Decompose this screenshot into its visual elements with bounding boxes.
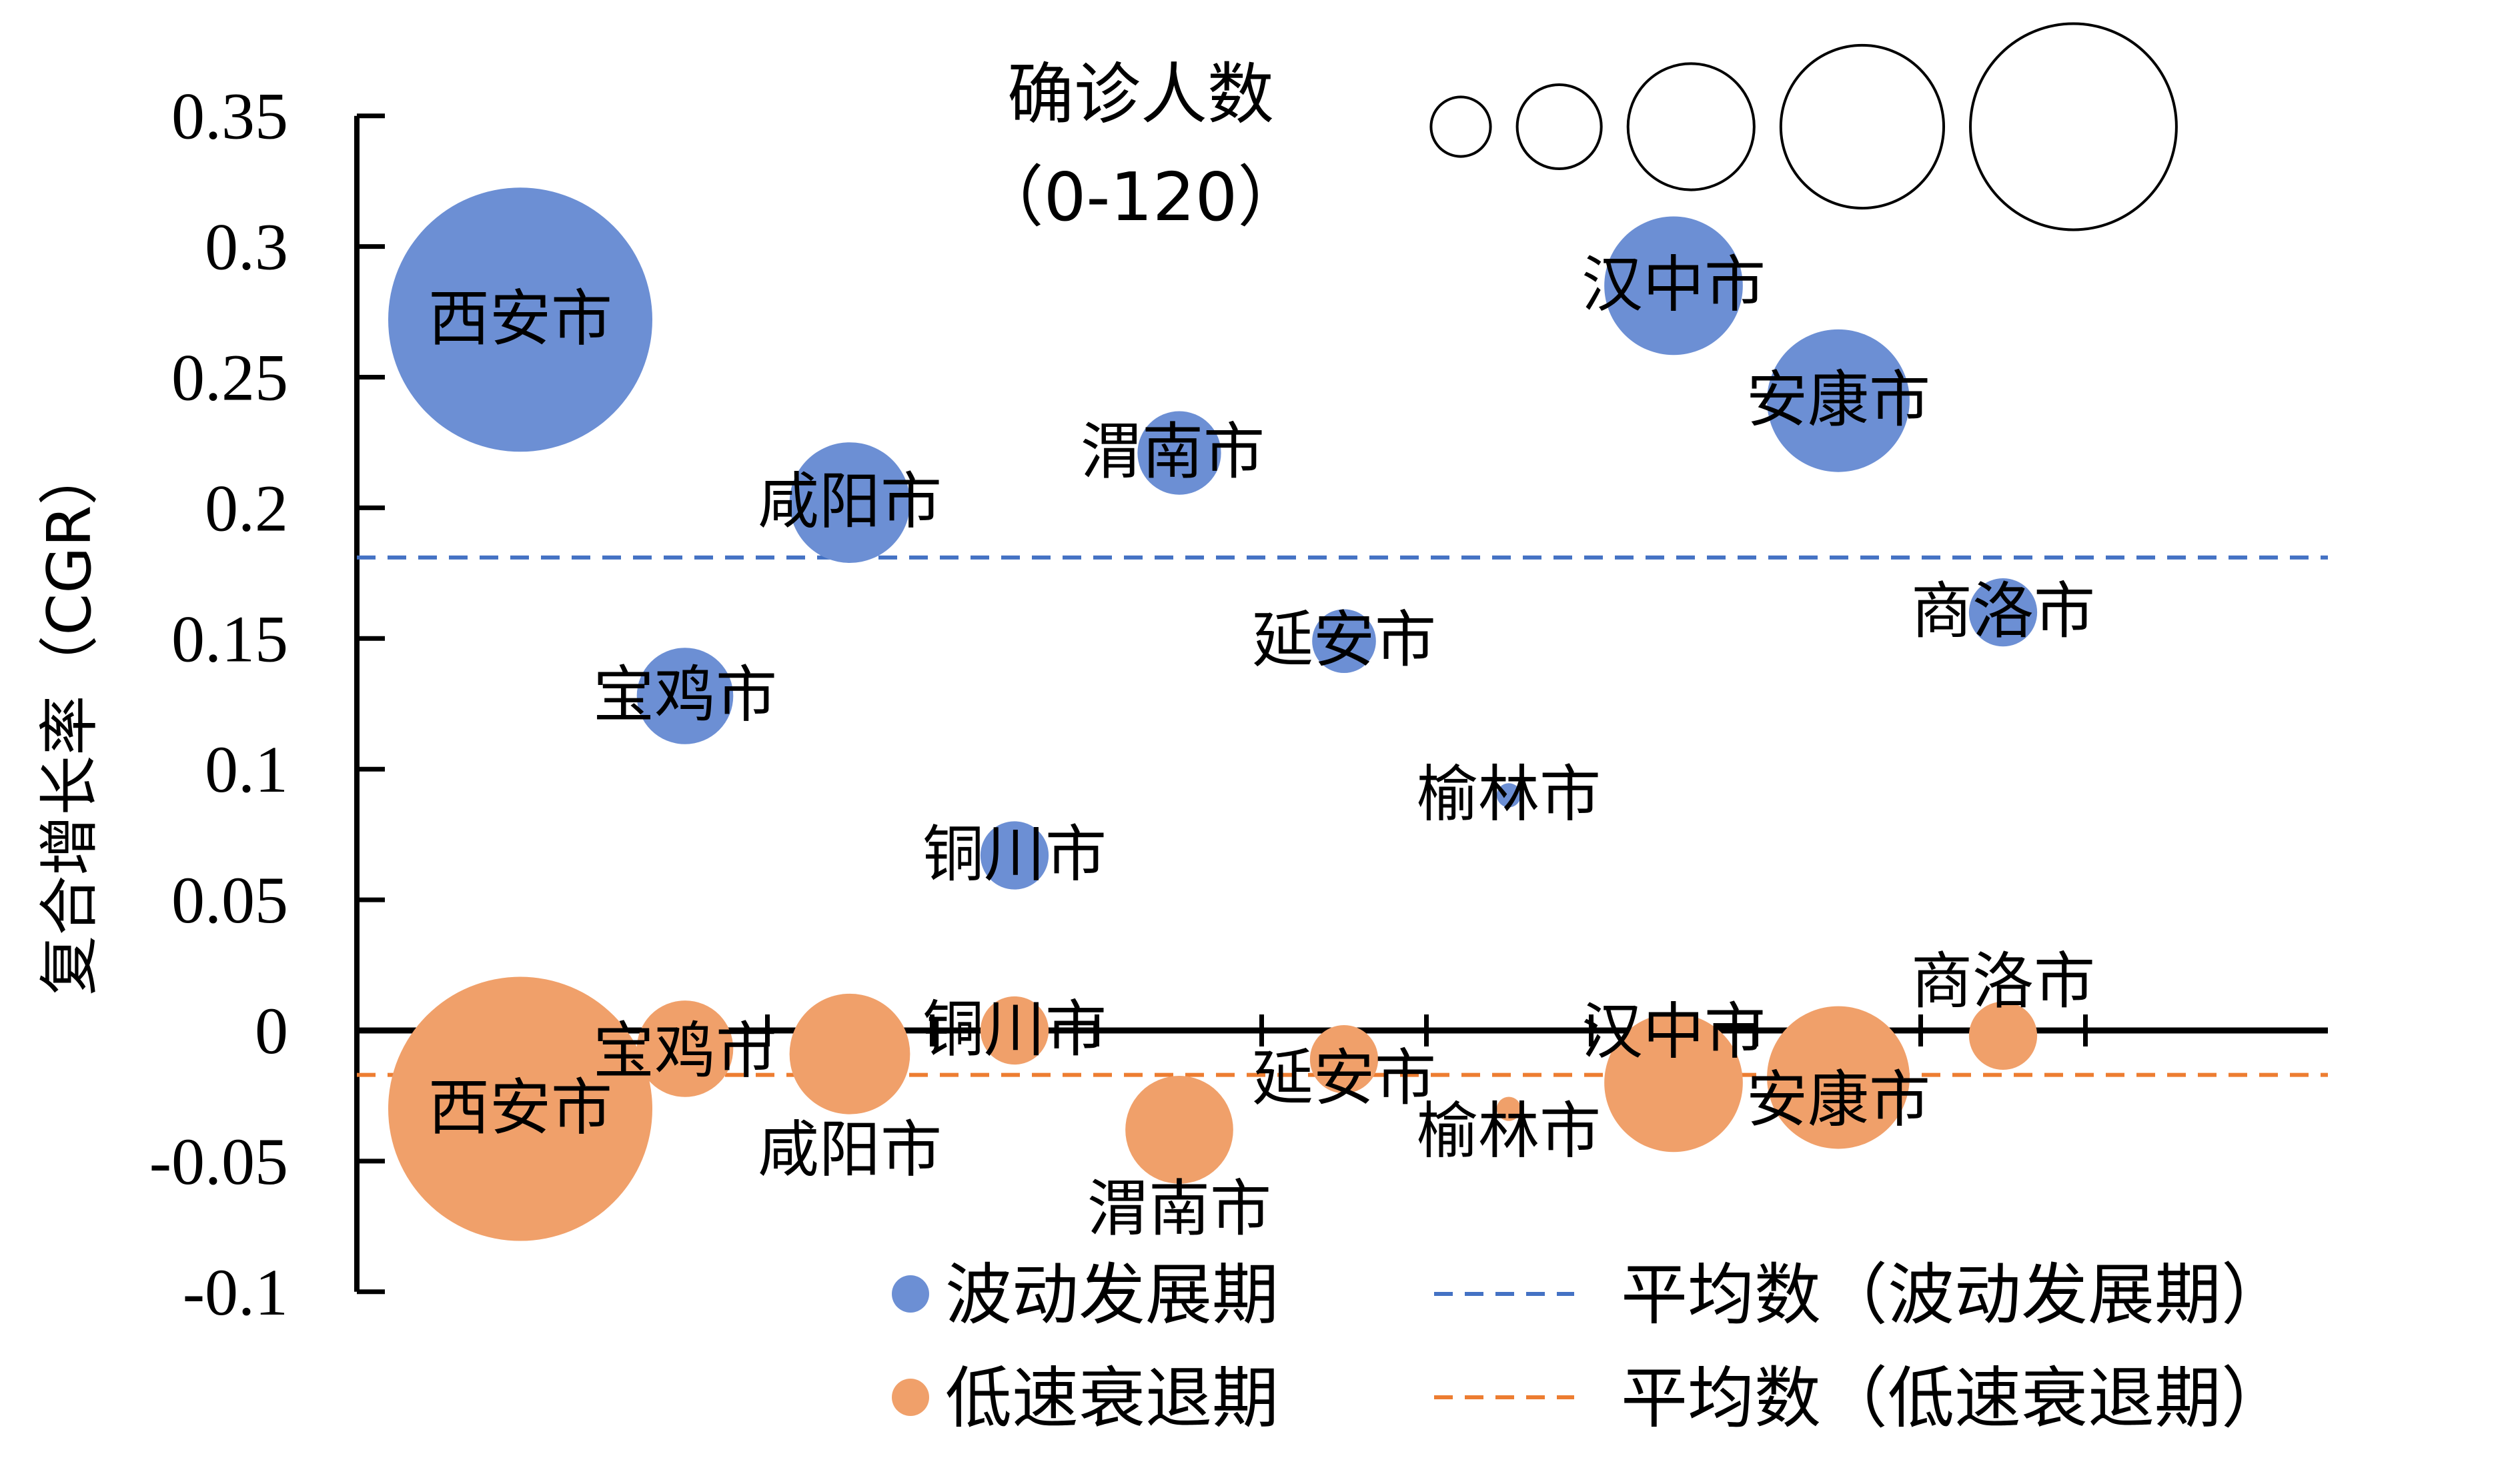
size-legend-circle — [1779, 43, 1946, 210]
legend-marker-declining — [892, 1379, 929, 1416]
y-axis: 0.35 0.3 0.25 0.2 0.15 0.1 0.05 0 -0.05 -0.1 — [149, 79, 385, 1329]
bubble-declining-9 — [1767, 1006, 1910, 1149]
y-tick-label: 0.05 — [171, 863, 288, 937]
size-legend-range: （0-120） — [977, 158, 1305, 236]
city-label: 商洛市 — [1911, 576, 2095, 647]
city-label: 榆林市 — [1417, 1096, 1601, 1167]
bubble-fluctuating-2 — [636, 648, 734, 744]
city-label: 咸阳市 — [758, 466, 942, 538]
legend-label: 平均数（低速衰退期） — [1621, 1359, 2288, 1437]
bubble-fluctuating-5 — [1137, 411, 1221, 495]
legend-label: 波动发展期 — [945, 1256, 1279, 1334]
bubble-fluctuating-1 — [388, 187, 652, 452]
city-label: 延安市 — [1252, 604, 1436, 676]
bubble-declining-6 — [1309, 1024, 1379, 1094]
y-tick-label: -0.1 — [183, 1255, 288, 1329]
city-label: 西安市 — [428, 1072, 612, 1144]
city-label: 商洛市 — [1911, 946, 2095, 1017]
bubble-fluctuating-7 — [1496, 783, 1521, 808]
bubble-declining-7 — [1496, 1096, 1521, 1121]
city-labels: 西安市宝鸡市咸阳市铜川市渭南市延安市榆林市汉中市安康市商洛市西安市宝鸡市咸阳市铜… — [428, 249, 2095, 1245]
y-tick-label: 0.3 — [205, 210, 288, 284]
city-label: 咸阳市 — [758, 1114, 942, 1185]
legend-label: 低速衰退期 — [945, 1359, 1279, 1437]
city-label: 铜川市 — [922, 818, 1107, 890]
bubble-fluctuating-3 — [789, 442, 910, 563]
city-label: 渭南市 — [1081, 416, 1265, 488]
bubble-declining-3 — [789, 993, 910, 1115]
y-tick-label: 0.1 — [205, 732, 288, 806]
city-label: 榆林市 — [1417, 758, 1601, 830]
bubble-declining-2 — [636, 1000, 734, 1097]
city-label: 安康市 — [1746, 364, 1930, 436]
y-tick-label: 0.15 — [171, 602, 288, 676]
bubble-fluctuating-6 — [1312, 609, 1376, 674]
city-label: 铜川市 — [922, 994, 1107, 1065]
y-tick-label: -0.05 — [149, 1125, 288, 1199]
size-legend: 确诊人数 （0-120） — [977, 22, 2178, 236]
bubble-fluctuating-9 — [1767, 329, 1910, 472]
y-tick-label: 0.35 — [171, 79, 288, 153]
y-tick-label: 0 — [255, 994, 288, 1068]
legend-marker-fluctuating — [892, 1275, 929, 1313]
bubble-declining-8 — [1604, 1013, 1743, 1153]
bubble-fluctuating-10 — [1968, 578, 2038, 647]
size-legend-title: 确诊人数 — [1007, 55, 1274, 133]
size-legend-circles — [1429, 22, 2178, 231]
y-tick-label: 0.25 — [171, 341, 288, 415]
size-legend-circle — [1515, 83, 1603, 171]
bubble-declining-5 — [1125, 1076, 1233, 1184]
bubble-fluctuating-4 — [980, 821, 1049, 890]
legend-label: 平均数（波动发展期） — [1621, 1256, 2288, 1334]
city-label: 汉中市 — [1582, 996, 1766, 1067]
bubbles — [388, 187, 2038, 1241]
city-label: 宝鸡市 — [593, 659, 777, 730]
size-legend-circle — [1969, 22, 2178, 231]
y-tick-label: 0.2 — [205, 471, 288, 545]
city-label: 渭南市 — [1087, 1173, 1271, 1245]
city-label: 西安市 — [428, 283, 612, 354]
bubble-fluctuating-8 — [1604, 216, 1743, 355]
y-axis-title: 复合增长率（CGR） — [35, 445, 105, 995]
city-label: 安康市 — [1746, 1064, 1930, 1136]
bubble-declining-10 — [1968, 1001, 2038, 1070]
size-legend-circle — [1626, 62, 1756, 191]
city-label: 汉中市 — [1582, 249, 1766, 320]
city-label: 延安市 — [1252, 1042, 1436, 1114]
size-legend-circle — [1429, 95, 1492, 158]
bubble-declining-1 — [388, 976, 652, 1241]
bubble-declining-4 — [980, 996, 1049, 1065]
city-label: 宝鸡市 — [593, 1015, 777, 1086]
